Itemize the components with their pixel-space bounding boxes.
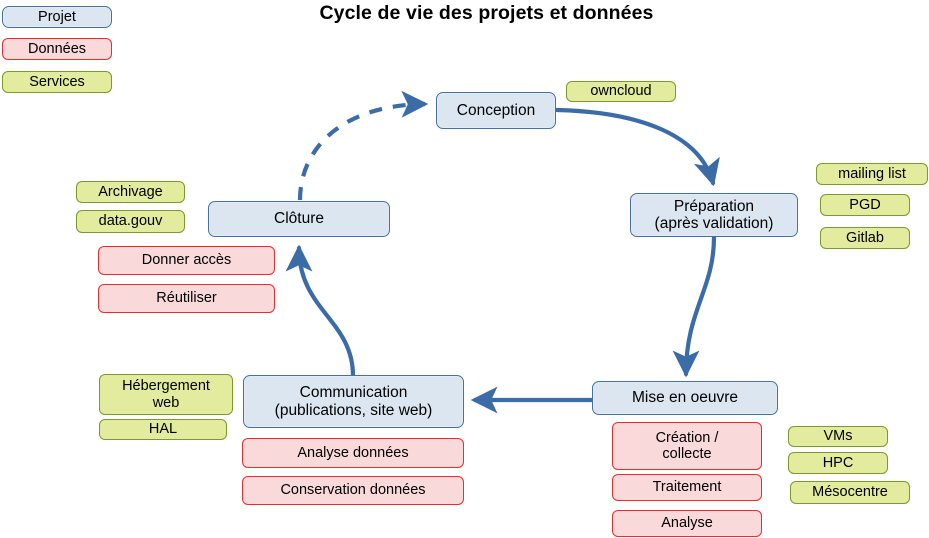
service-hal[interactable]: HAL bbox=[99, 419, 227, 440]
data-task-analyse[interactable]: Analyse bbox=[612, 510, 762, 537]
service-mailing-list[interactable]: mailing list bbox=[816, 163, 928, 185]
node-communication-label: Communication (publications, site web) bbox=[274, 384, 433, 419]
node-preparation-label: Préparation (après validation) bbox=[654, 197, 774, 232]
service-vms[interactable]: VMs bbox=[788, 426, 888, 447]
data-task-analyse-label: Analyse bbox=[661, 515, 713, 532]
edge-preparation-to-mise-en-oeuvre bbox=[672, 234, 717, 378]
data-task-donner-acces[interactable]: Donner accès bbox=[98, 246, 275, 275]
service-hpc[interactable]: HPC bbox=[788, 452, 888, 474]
data-task-analyse-donnees-label: Analyse données bbox=[297, 444, 409, 461]
service-data-gouv-label: data.gouv bbox=[98, 213, 163, 230]
service-hebergement-web-label: Hébergement web bbox=[122, 378, 210, 411]
service-hpc-label: HPC bbox=[822, 454, 854, 471]
service-mesocentre[interactable]: Mésocentre bbox=[790, 481, 910, 504]
data-task-reutiliser-label: Réutiliser bbox=[156, 290, 217, 307]
service-archivage-label: Archivage bbox=[98, 183, 163, 200]
page-title: Cycle de vie des projets et données bbox=[0, 2, 929, 25]
service-hebergement-web[interactable]: Hébergement web bbox=[99, 374, 233, 415]
data-task-analyse-donnees[interactable]: Analyse données bbox=[242, 438, 464, 468]
service-owncloud[interactable]: owncloud bbox=[566, 81, 676, 102]
node-conception[interactable]: Conception bbox=[436, 92, 556, 129]
service-owncloud-label: owncloud bbox=[590, 83, 652, 100]
data-task-conservation-donnees-label: Conservation données bbox=[280, 482, 426, 499]
data-task-reutiliser[interactable]: Réutiliser bbox=[98, 284, 275, 313]
legend-label-donnees: Données bbox=[27, 40, 87, 57]
service-gitlab-label: Gitlab bbox=[846, 229, 884, 246]
data-task-conservation-donnees[interactable]: Conservation données bbox=[242, 476, 464, 505]
service-hal-label: HAL bbox=[148, 421, 178, 438]
data-task-creation-collecte-label: Création / collecte bbox=[655, 429, 719, 462]
legend-label-services: Services bbox=[29, 73, 85, 90]
edge-cloture-to-conception bbox=[297, 90, 429, 201]
node-mise-en-oeuvre-label: Mise en oeuvre bbox=[632, 389, 738, 407]
legend-label-projet: Projet bbox=[38, 8, 76, 25]
node-communication[interactable]: Communication (publications, site web) bbox=[243, 375, 464, 428]
service-pgd[interactable]: PGD bbox=[820, 194, 910, 216]
node-preparation[interactable]: Préparation (après validation) bbox=[630, 193, 798, 237]
service-mailing-list-label: mailing list bbox=[838, 165, 906, 182]
service-data-gouv[interactable]: data.gouv bbox=[76, 210, 185, 233]
node-cloture[interactable]: Clôture bbox=[208, 201, 390, 237]
service-mesocentre-label: Mésocentre bbox=[812, 484, 888, 501]
legend-item-services: Services bbox=[2, 71, 112, 93]
data-task-traitement-label: Traitement bbox=[652, 479, 722, 496]
service-archivage[interactable]: Archivage bbox=[76, 181, 185, 203]
edge-conception-to-preparation bbox=[554, 107, 720, 187]
legend-item-donnees: Données bbox=[2, 38, 112, 60]
service-vms-label: VMs bbox=[823, 428, 853, 445]
data-task-donner-acces-label: Donner accès bbox=[141, 252, 232, 269]
node-cloture-label: Clôture bbox=[274, 210, 324, 228]
node-conception-label: Conception bbox=[456, 101, 536, 119]
edge-communication-to-cloture bbox=[285, 244, 356, 379]
legend-item-projet: Projet bbox=[2, 6, 112, 28]
service-pgd-label: PGD bbox=[849, 196, 881, 213]
data-task-creation-collecte[interactable]: Création / collecte bbox=[612, 422, 762, 470]
service-gitlab[interactable]: Gitlab bbox=[820, 227, 910, 249]
node-mise-en-oeuvre[interactable]: Mise en oeuvre bbox=[592, 381, 778, 415]
page-title-text: Cycle de vie des projets et données bbox=[319, 2, 654, 24]
data-task-traitement[interactable]: Traitement bbox=[612, 474, 762, 501]
